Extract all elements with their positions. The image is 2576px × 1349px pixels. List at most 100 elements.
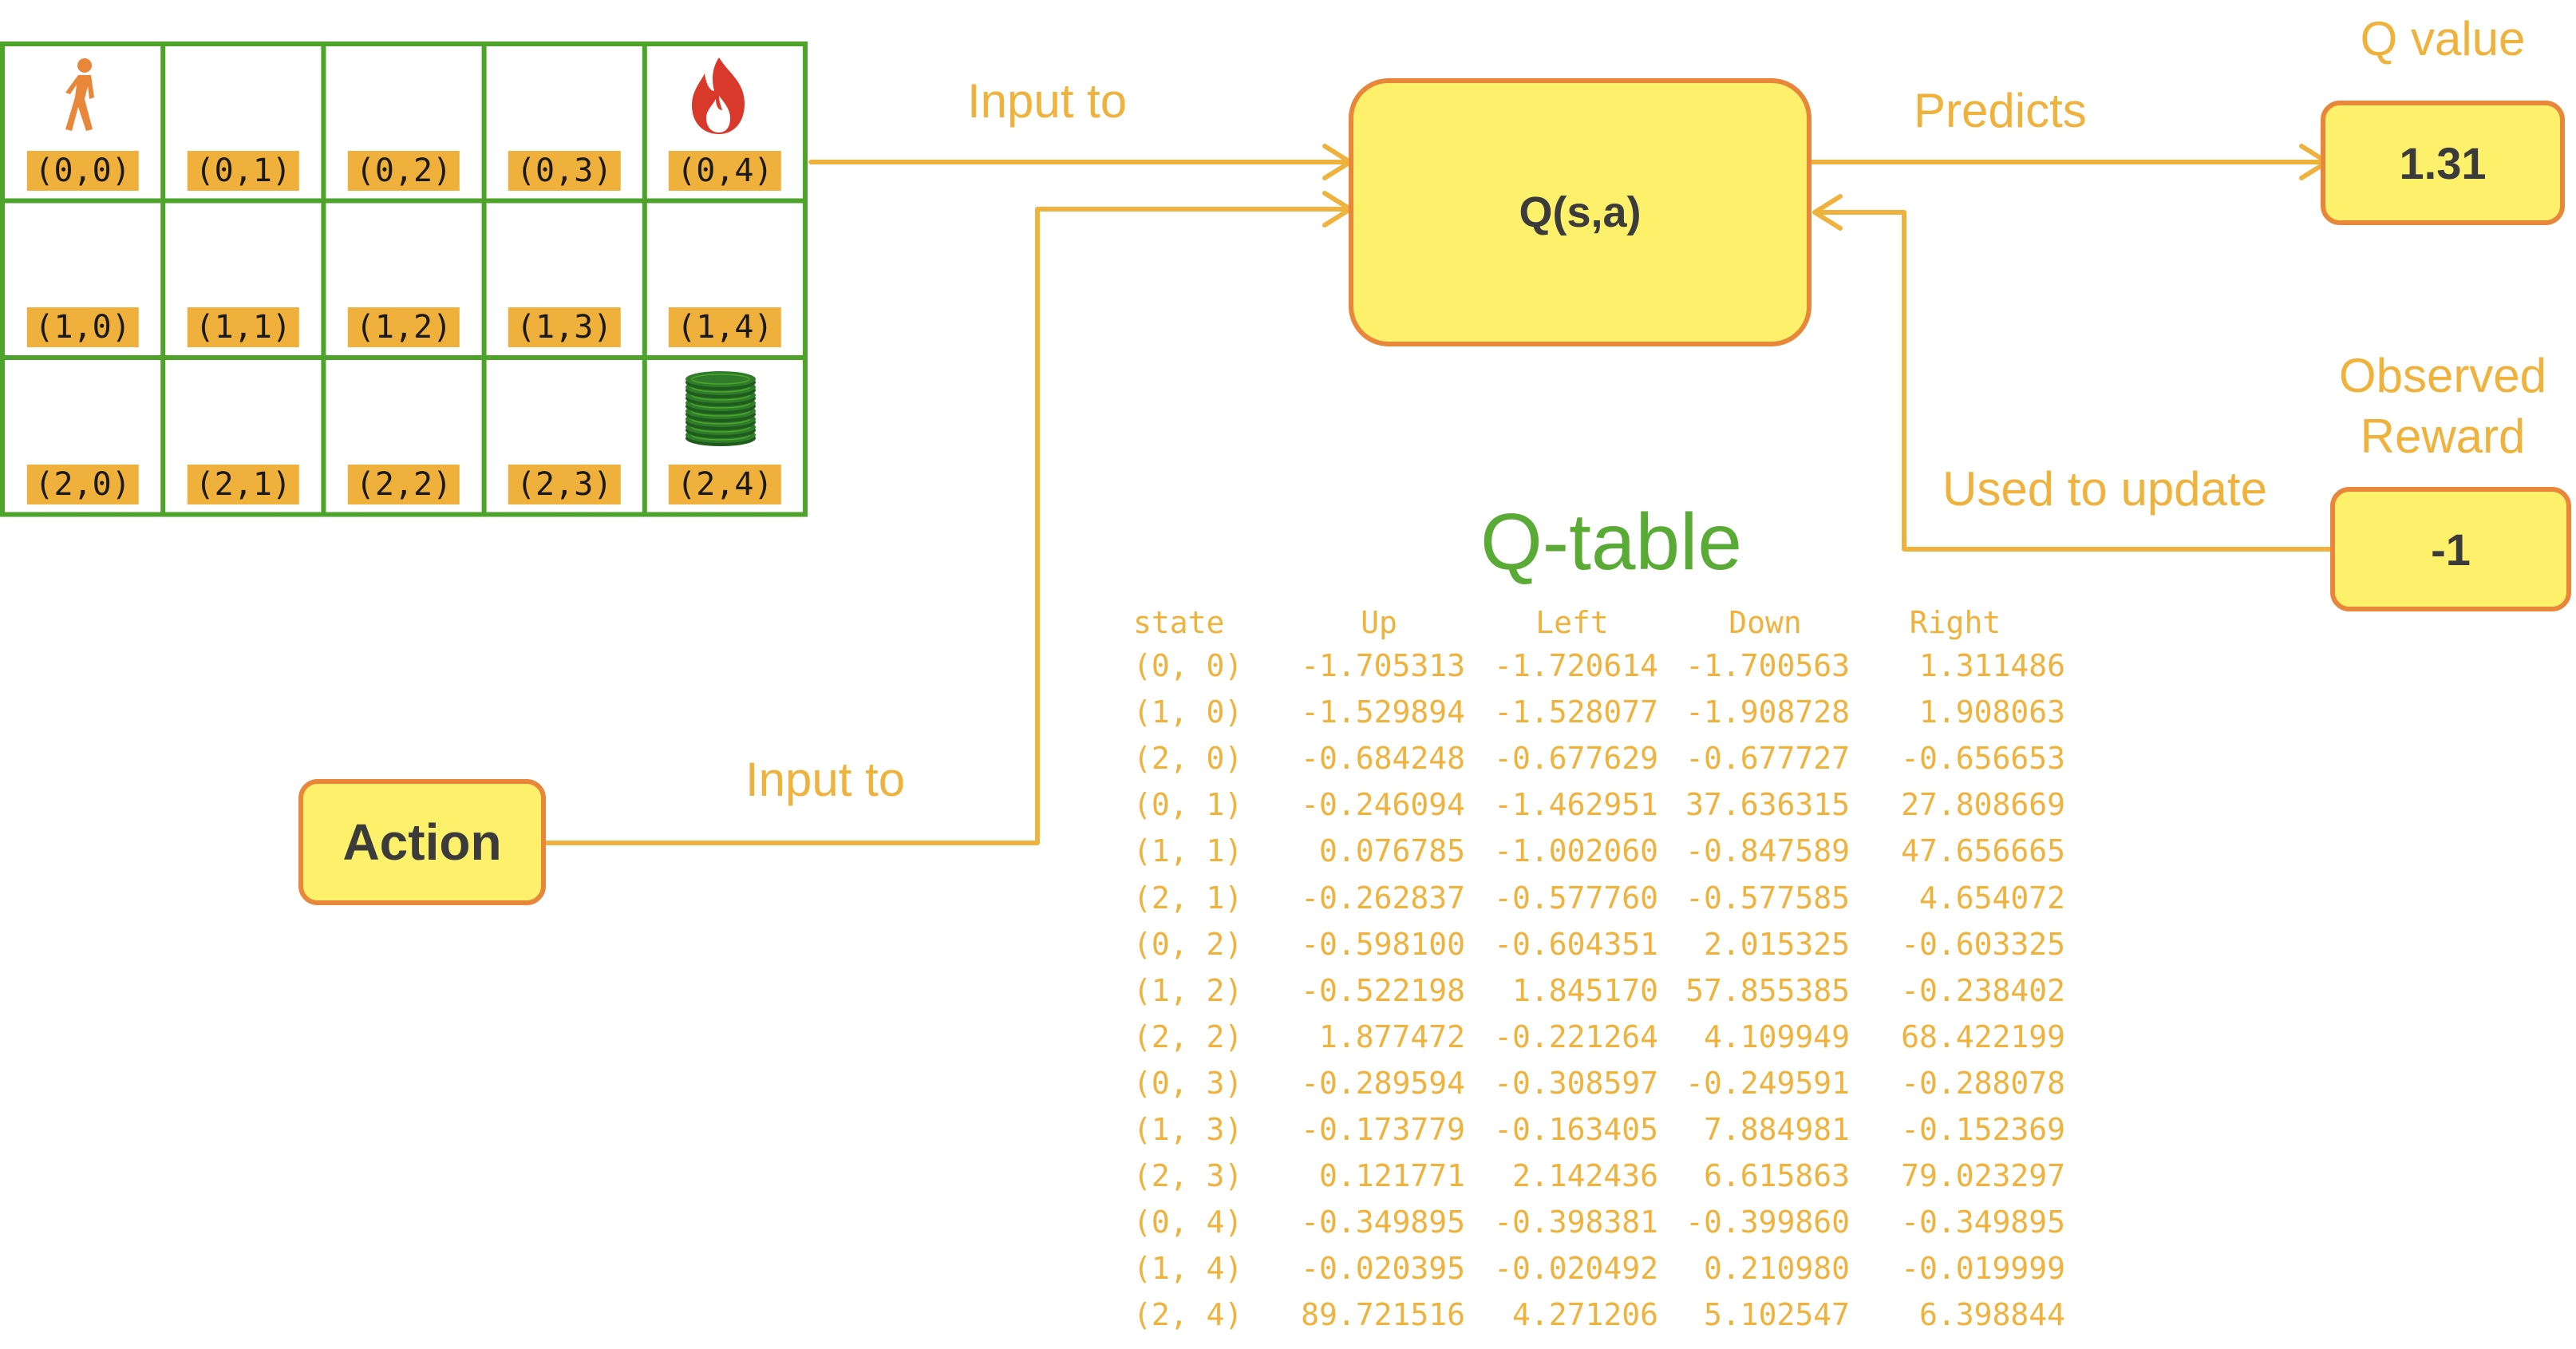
qtable-value-cell: 5.102547 bbox=[1703, 1297, 1850, 1333]
update-arrowhead bbox=[1812, 194, 1843, 231]
grid-cell-label: (1,4) bbox=[669, 307, 781, 347]
qtable-value-cell: 2.142436 bbox=[1511, 1158, 1658, 1194]
qtable-value-cell: -0.604351 bbox=[1494, 926, 1658, 962]
qtable-state-cell: (2, 2) bbox=[1133, 1019, 1243, 1054]
qtable-value-cell: -1.720614 bbox=[1494, 648, 1658, 683]
qtable-state-cell: (0, 1) bbox=[1133, 787, 1243, 823]
grid-cell: (1,0) bbox=[5, 204, 160, 356]
grid-cell: (0,0) bbox=[5, 46, 160, 199]
qtable-value-cell: 1.877472 bbox=[1318, 1019, 1465, 1054]
qtable-value-cell: 2.015325 bbox=[1703, 926, 1850, 962]
predicts-label: Predicts bbox=[1914, 84, 2087, 137]
qtable-value-cell: -0.677727 bbox=[1685, 741, 1850, 777]
qtable-value-cell: 6.615863 bbox=[1703, 1158, 1850, 1194]
qtable-value-cell: -0.249591 bbox=[1685, 1065, 1850, 1101]
grid-cell-label: (0,3) bbox=[508, 150, 621, 191]
grid-cell: (1,2) bbox=[326, 204, 481, 356]
qtable-value-cell: -1.700563 bbox=[1685, 648, 1850, 683]
qtable-value-cell: 4.654072 bbox=[1918, 880, 2065, 916]
grid-cell-label: (1,0) bbox=[26, 307, 139, 347]
qtable-value-cell: -0.399860 bbox=[1685, 1205, 1850, 1240]
reward-title-line1: Observed bbox=[2338, 349, 2547, 402]
qtable-value-cell: 1.311486 bbox=[1918, 648, 2065, 683]
qtable-state-cell: (0, 2) bbox=[1133, 926, 1243, 962]
grid-cell: (2,1) bbox=[165, 360, 321, 512]
qtable-state-cell: (1, 1) bbox=[1133, 833, 1243, 869]
reward-number: -1 bbox=[2431, 524, 2471, 575]
qtable-value-cell: -1.705313 bbox=[1301, 648, 1465, 683]
qtable-row: (0, 3)-0.289594-0.308597-0.249591-0.2880… bbox=[1133, 1066, 2107, 1112]
q-function-label: Q(s,a) bbox=[1519, 188, 1642, 236]
qtable-state-cell: (2, 4) bbox=[1133, 1297, 1243, 1333]
qtable-value-cell: -0.163405 bbox=[1494, 1112, 1658, 1147]
update-label: Used to update bbox=[1942, 462, 2267, 516]
state-grid: (0,0)(0,1)(0,2)(0,3)(0,4)(1,0)(1,1)(1,2)… bbox=[0, 42, 811, 528]
qtable-value-cell: -1.002060 bbox=[1494, 833, 1658, 869]
qtable-value-cell: -0.020395 bbox=[1301, 1251, 1465, 1287]
qtable-value-cell: -0.598100 bbox=[1301, 926, 1465, 962]
action-input-label: Input to bbox=[745, 753, 906, 806]
qtable-value-cell: -0.019999 bbox=[1901, 1251, 2065, 1287]
qtable-value-cell: -1.908728 bbox=[1685, 694, 1850, 730]
qtable-state-cell: (1, 2) bbox=[1133, 972, 1243, 1008]
action-label: Action bbox=[342, 813, 502, 871]
reward-box: -1 bbox=[2330, 487, 2571, 611]
qtable-header-cell: Left bbox=[1535, 605, 1609, 640]
qtable-value-cell: 57.855385 bbox=[1685, 972, 1850, 1008]
grid-cell-label: (0,4) bbox=[669, 150, 781, 191]
grid-lines bbox=[0, 42, 808, 517]
qtable-value-cell: 4.109949 bbox=[1703, 1019, 1850, 1054]
qtable-value-cell: -1.528077 bbox=[1494, 694, 1658, 730]
qtable-value-cell: -0.152369 bbox=[1901, 1112, 2065, 1147]
qtable-value-cell: -0.288078 bbox=[1901, 1065, 2065, 1101]
qtable-value-cell: 1.908063 bbox=[1918, 694, 2065, 730]
q-value-title: Q value bbox=[2360, 12, 2526, 65]
grid-cell: (0,2) bbox=[326, 46, 481, 199]
qtable-value-cell: -0.221264 bbox=[1494, 1019, 1658, 1054]
grid-cell-label: (2,0) bbox=[26, 464, 139, 504]
qtable-value-cell: -0.577760 bbox=[1494, 880, 1658, 916]
qtable-value-cell: -0.684248 bbox=[1301, 741, 1465, 777]
qtable-header-cell: state bbox=[1133, 605, 1225, 640]
qtable-value-cell: -0.020492 bbox=[1494, 1251, 1658, 1287]
qtable-header-cell: Up bbox=[1361, 605, 1397, 640]
qtable-value-cell: -1.529894 bbox=[1301, 694, 1465, 730]
qtable-state-cell: (0, 3) bbox=[1133, 1065, 1243, 1101]
qtable-value-cell: 27.808669 bbox=[1901, 787, 2065, 823]
state-input-label: Input to bbox=[967, 74, 1128, 128]
qtable-value-cell: -0.398381 bbox=[1494, 1205, 1658, 1240]
qtable-value-cell: -0.522198 bbox=[1301, 972, 1465, 1008]
qtable-value-cell: -0.246094 bbox=[1301, 787, 1465, 823]
q-value-box: 1.31 bbox=[2321, 101, 2565, 225]
grid-cell-label: (0,2) bbox=[347, 150, 460, 191]
qtable-state-cell: (1, 3) bbox=[1133, 1112, 1243, 1147]
grid-cell-label: (2,4) bbox=[669, 464, 781, 504]
qtable-header-cell: Down bbox=[1729, 605, 1802, 640]
grid-cell: (0,3) bbox=[487, 46, 642, 199]
grid-cell: (0,1) bbox=[165, 46, 321, 199]
reward-title-line2: Reward bbox=[2360, 409, 2526, 463]
grid-cell: (0,4) bbox=[647, 46, 803, 199]
grid-cell-label: (1,2) bbox=[347, 307, 460, 347]
qtable-value-cell: -0.656653 bbox=[1901, 741, 2065, 777]
fire-icon bbox=[681, 54, 757, 141]
grid-cell-label: (1,3) bbox=[508, 307, 621, 347]
qtable-state-cell: (2, 1) bbox=[1133, 880, 1243, 916]
grid-cell-label: (0,0) bbox=[26, 150, 139, 191]
grid-cell: (2,4) bbox=[647, 360, 803, 512]
qtable-value-cell: -0.847589 bbox=[1685, 833, 1850, 869]
qtable-value-cell: -0.577585 bbox=[1685, 880, 1850, 916]
qtable-value-cell: -1.462951 bbox=[1494, 787, 1658, 823]
qtable-state-cell: (2, 3) bbox=[1133, 1158, 1243, 1194]
grid-cell: (1,3) bbox=[487, 204, 642, 356]
qtable-value-cell: -0.603325 bbox=[1901, 926, 2065, 962]
qtable-value-cell: 0.210980 bbox=[1703, 1251, 1850, 1287]
grid-cell-label: (2,1) bbox=[187, 464, 299, 504]
action-input-arrow bbox=[543, 207, 1351, 845]
qtable-row: (2, 0)-0.684248-0.677629-0.677727-0.6566… bbox=[1133, 741, 2107, 787]
